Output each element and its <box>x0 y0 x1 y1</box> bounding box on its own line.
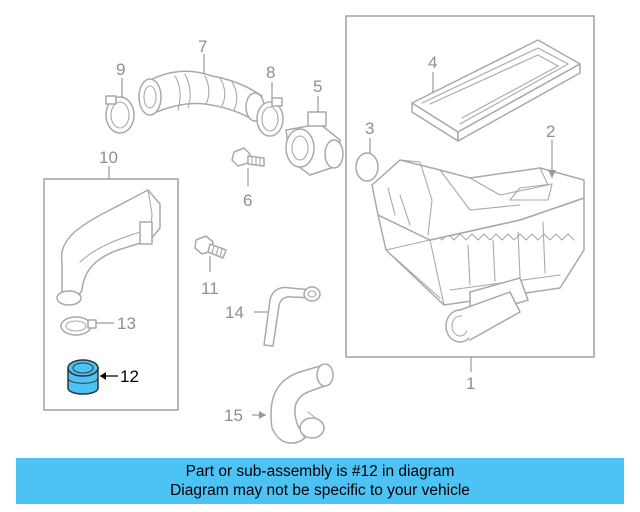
callout-6: 6 <box>243 191 252 210</box>
part-12-coupling-highlighted[interactable] <box>67 359 99 395</box>
part-1-air-cleaner-housing <box>371 159 585 343</box>
callout-14: 14 <box>225 303 244 322</box>
part-6-bolt <box>231 147 265 167</box>
part-9-hose-clamp <box>105 95 135 134</box>
callout-2: 2 <box>546 122 555 141</box>
leader-15-arrowhead <box>259 411 266 419</box>
leader-12 <box>100 372 118 380</box>
info-banner: Part or sub-assembly is #12 in diagram D… <box>16 458 624 504</box>
callout-3: 3 <box>365 119 374 138</box>
part-8-hose-clamp <box>256 97 284 137</box>
callout-1: 1 <box>466 374 475 393</box>
part-12-band-line <box>67 377 99 384</box>
air-cleaner-group-box <box>345 15 595 358</box>
part-11-bolt <box>194 235 227 259</box>
part-10-intake-duct <box>56 189 161 306</box>
part-5-air-flow-sensor <box>285 111 344 176</box>
callout-13: 13 <box>117 314 136 333</box>
callout-labels: 1 2 3 4 5 6 7 8 9 10 11 12 13 14 15 <box>99 37 555 425</box>
callout-12[interactable]: 12 <box>120 367 139 386</box>
callout-15: 15 <box>224 406 243 425</box>
part-7-intake-hose <box>138 70 265 122</box>
part-15-duct <box>270 363 334 444</box>
resonator-group-box <box>43 178 179 411</box>
leader-2-arrowhead <box>548 170 556 178</box>
part-12-inner-rim <box>72 362 94 374</box>
callout-8: 8 <box>266 63 275 82</box>
callout-7: 7 <box>198 37 207 56</box>
callout-10: 10 <box>99 148 118 167</box>
callout-4: 4 <box>428 53 437 72</box>
part-4-air-filter <box>411 39 581 142</box>
callout-11: 11 <box>201 279 219 298</box>
banner-line-disclaimer: Diagram may not be specific to your vehi… <box>170 482 470 499</box>
callout-9: 9 <box>116 60 125 79</box>
part-13-clamp <box>60 316 97 336</box>
callout-5: 5 <box>313 77 322 96</box>
banner-line-part-number: Part or sub-assembly is #12 in diagram <box>185 463 455 480</box>
part-14-breather-tube <box>263 286 321 347</box>
part-3-o-ring <box>355 152 379 182</box>
